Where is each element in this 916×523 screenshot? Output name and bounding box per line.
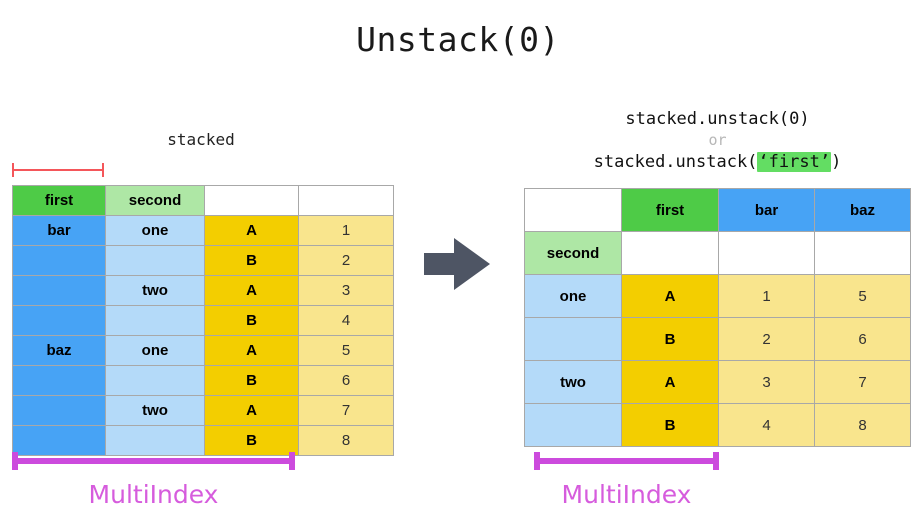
table-header-row-1: first bar baz [524,188,911,232]
header-cell-blank [524,188,622,232]
header-cell-second: second [524,231,622,275]
cell-value: 7 [298,395,394,426]
unstack-code-caption: stacked.unstack(0) or stacked.unstack(‘f… [525,108,910,173]
red-bracket-bar [12,169,104,171]
table-row: one A 1 5 [524,274,911,318]
table-header-row: first second [12,185,394,216]
cell-first [12,245,106,276]
table-row: two A 7 [12,395,394,426]
cell-value: 1 [298,215,394,246]
cell-ab: B [204,425,299,456]
purple-bracket-bar [12,458,295,464]
table-row: bar one A 1 [12,215,394,246]
cell-second [105,365,205,396]
cell-second [105,425,205,456]
first-level-red-bracket [12,163,104,177]
cell-value: 6 [298,365,394,396]
table-row: B 6 [12,365,394,396]
table-row: B 8 [12,425,394,456]
purple-bracket-right-cap [713,452,719,470]
purple-bracket-bar [534,458,719,464]
cell-ab: A [204,335,299,366]
code-line-1: stacked.unstack(0) [625,109,810,129]
cell-second [105,245,205,276]
cell-bar: 2 [718,317,815,361]
table-row: B 2 [12,245,394,276]
code-line-3: stacked.unstack(‘first’) [525,151,910,173]
cell-baz: 8 [814,403,911,447]
cell-ab: B [204,305,299,336]
table-row: two A 3 [12,275,394,306]
cell-second: one [105,335,205,366]
cell-baz: 7 [814,360,911,404]
code-line-3-suffix: ) [831,152,842,172]
transform-arrow-icon [424,238,490,290]
stacked-table: first second bar one A 1 B 2 two A 3 B 4… [12,185,394,456]
header-cell-blank-1 [204,185,299,216]
cell-value: 4 [298,305,394,336]
cell-ab: B [204,365,299,396]
cell-first [12,365,106,396]
table-header-row-2: second [524,231,911,275]
header-cell-bar: bar [718,188,815,232]
cell-second: one [524,274,622,318]
cell-first [12,275,106,306]
cell-ab: A [621,274,719,318]
cell-bar: 1 [718,274,815,318]
cell-bar: 4 [718,403,815,447]
header-cell-first: first [12,185,106,216]
page-title: Unstack(0) [356,20,560,59]
red-bracket-right-cap [102,163,104,177]
table-row: B 4 [12,305,394,336]
code-line-or: or [708,131,727,149]
cell-ab: A [204,275,299,306]
cell-value: 8 [298,425,394,456]
cell-ab: B [621,317,719,361]
cell-value: 5 [298,335,394,366]
table-row: baz one A 5 [12,335,394,366]
header-cell-baz: baz [814,188,911,232]
header-cell-blank-b3 [814,231,911,275]
cell-second [105,305,205,336]
cell-first: baz [12,335,106,366]
cell-ab: A [204,395,299,426]
cell-value: 2 [298,245,394,276]
left-multiindex-bracket [12,452,295,470]
cell-first: bar [12,215,106,246]
cell-first [12,425,106,456]
cell-baz: 5 [814,274,911,318]
table-row: two A 3 7 [524,360,911,404]
header-cell-second: second [105,185,205,216]
code-line-3-prefix: stacked.unstack( [593,152,758,172]
cell-first [12,395,106,426]
right-multiindex-bracket [534,452,719,470]
code-line-3-highlight: ‘first’ [757,152,832,172]
cell-ab: A [621,360,719,404]
left-multiindex-label: MultiIndex [88,480,219,509]
cell-first [12,305,106,336]
purple-bracket-right-cap [289,452,295,470]
table-row: B 2 6 [524,317,911,361]
cell-second [524,403,622,447]
right-multiindex-label: MultiIndex [561,480,692,509]
cell-second: two [105,395,205,426]
cell-baz: 6 [814,317,911,361]
table-row: B 4 8 [524,403,911,447]
cell-second: one [105,215,205,246]
cell-ab: A [204,215,299,246]
header-cell-blank-b1 [621,231,719,275]
header-cell-blank-b2 [718,231,815,275]
unstacked-table: first bar baz second one A 1 5 B 2 6 two… [524,188,911,447]
header-cell-first: first [621,188,719,232]
cell-second: two [524,360,622,404]
cell-bar: 3 [718,360,815,404]
cell-ab: B [204,245,299,276]
left-table-caption: stacked [167,130,235,149]
cell-second: two [105,275,205,306]
header-cell-blank-2 [298,185,394,216]
cell-second [524,317,622,361]
cell-ab: B [621,403,719,447]
cell-value: 3 [298,275,394,306]
